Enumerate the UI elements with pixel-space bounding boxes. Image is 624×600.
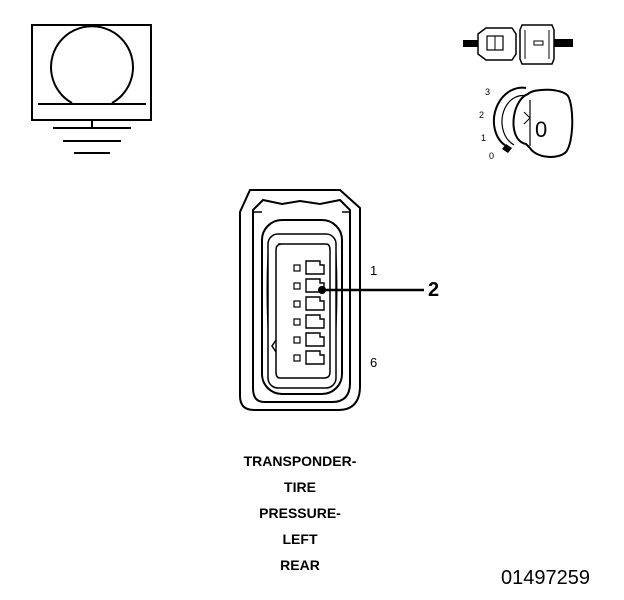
caption-line-5: REAR	[280, 557, 320, 573]
pin-latch	[293, 354, 301, 362]
pin-number-last: 6	[370, 355, 378, 370]
key-position-2: 2	[479, 110, 485, 120]
pin-cavity	[305, 260, 325, 275]
pin-latch	[293, 300, 301, 308]
callout-dot	[318, 286, 326, 294]
caption-line-3: PRESSURE-	[259, 505, 341, 521]
pin-cavity-group	[293, 260, 325, 365]
caption-line-4: LEFT	[282, 531, 318, 547]
pin-cavity	[305, 332, 325, 347]
figure-id: 01497259	[501, 567, 590, 589]
pin-cavity	[305, 350, 325, 365]
pin-cavity	[305, 278, 325, 293]
pin-cavity	[305, 314, 325, 329]
pin-latch	[293, 318, 301, 326]
key-label: 0	[535, 117, 548, 142]
caption-line-2: TIRE	[284, 479, 316, 495]
pin-cavity	[305, 296, 325, 311]
pin-latch	[293, 282, 301, 290]
pin-number-first: 1	[370, 263, 378, 278]
key-position-3: 3	[485, 87, 491, 97]
key-position-1: 1	[481, 133, 487, 143]
pin-latch	[293, 336, 301, 344]
key-position-0: 0	[489, 151, 495, 161]
caption-line-1: TRANSPONDER-	[243, 453, 357, 469]
pin-latch	[293, 264, 301, 272]
callout-number: 2	[428, 279, 440, 301]
